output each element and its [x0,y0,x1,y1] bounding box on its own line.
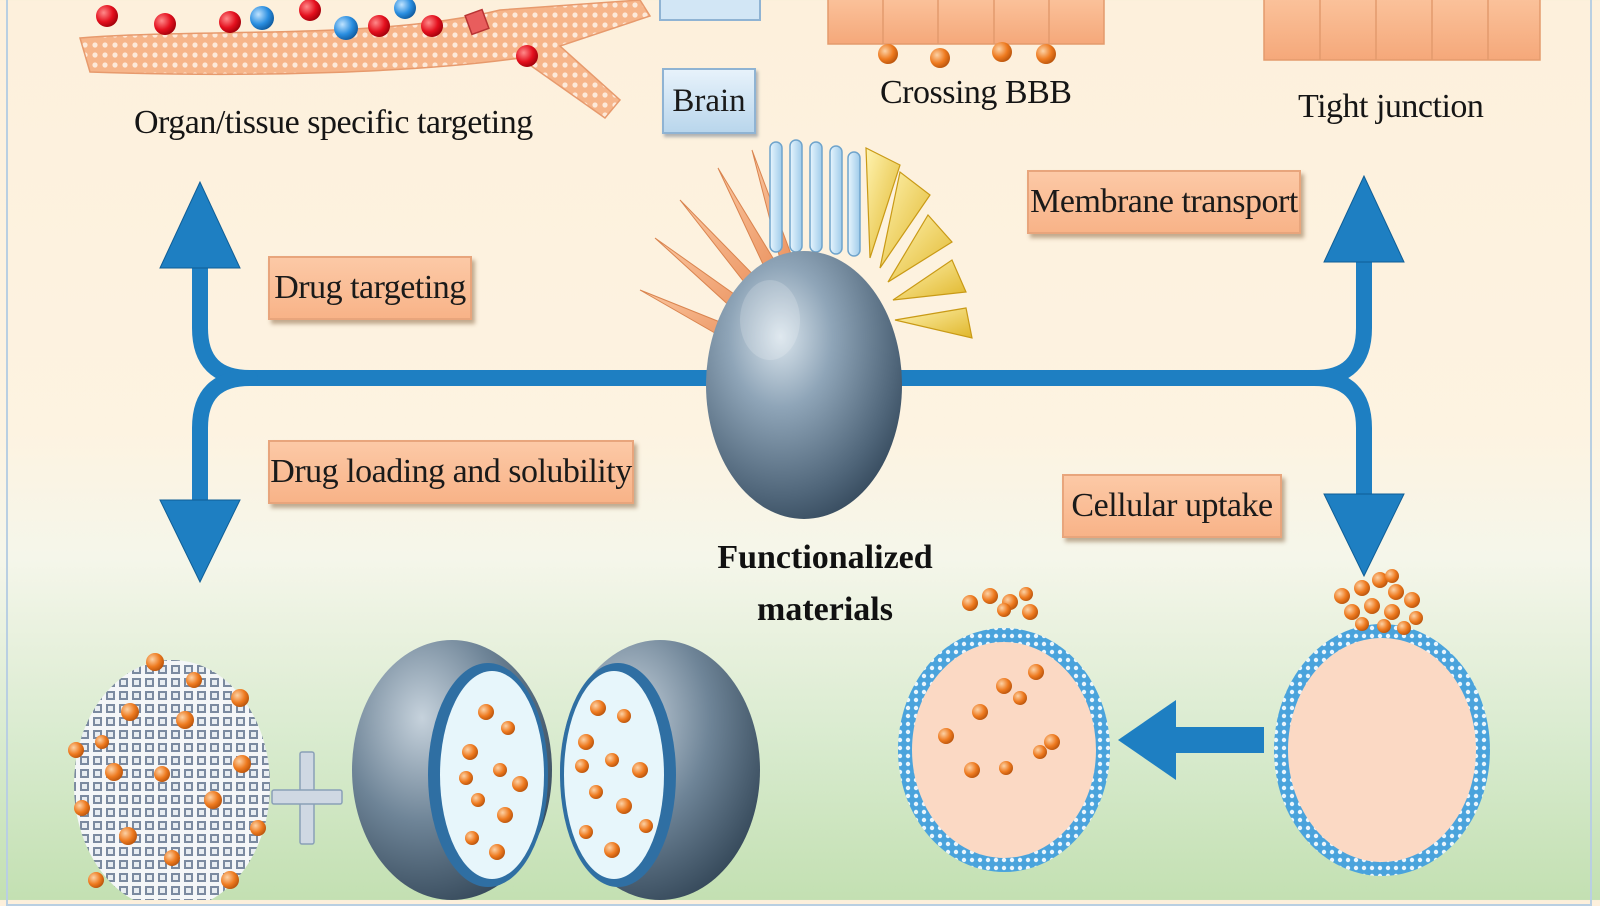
functionalized-nanoparticle [639,139,973,519]
plus-icon [271,751,343,845]
tight-junction-illustration [1263,0,1541,61]
cell-internalized [898,587,1110,872]
hollow-capsule-right [560,640,760,900]
cell-surface-bound [1274,569,1490,876]
caption-organ-targeting: Organ/tissue specific targeting [134,104,533,141]
center-title-line2: materials [757,591,893,628]
arrow-up-left-icon [159,180,241,269]
porous-particle [68,653,270,900]
center-title-line1: Functionalized [717,539,933,576]
organ-box-cropped [659,0,761,21]
caption-tight-junction: Tight junction [1298,88,1484,125]
tissue-vessel-illustration [79,0,652,120]
arrow-down-right-icon [1323,493,1405,578]
label-drug-targeting: Drug targeting [268,256,472,320]
uptake-arrow-icon [1118,700,1264,780]
label-cellular-uptake: Cellular uptake [1062,474,1282,538]
organ-box-brain: Brain [662,68,756,134]
arrow-down-left-icon [159,499,241,584]
hollow-capsule-left [352,640,552,900]
label-drug-loading: Drug loading and solubility [268,440,634,504]
center-title: Functionalized materials [690,532,960,636]
label-membrane-transport: Membrane transport [1027,170,1301,234]
bbb-membrane-illustration [827,0,1105,68]
caption-crossing-bbb: Crossing BBB [880,74,1072,111]
arrow-up-right-icon [1323,174,1405,263]
